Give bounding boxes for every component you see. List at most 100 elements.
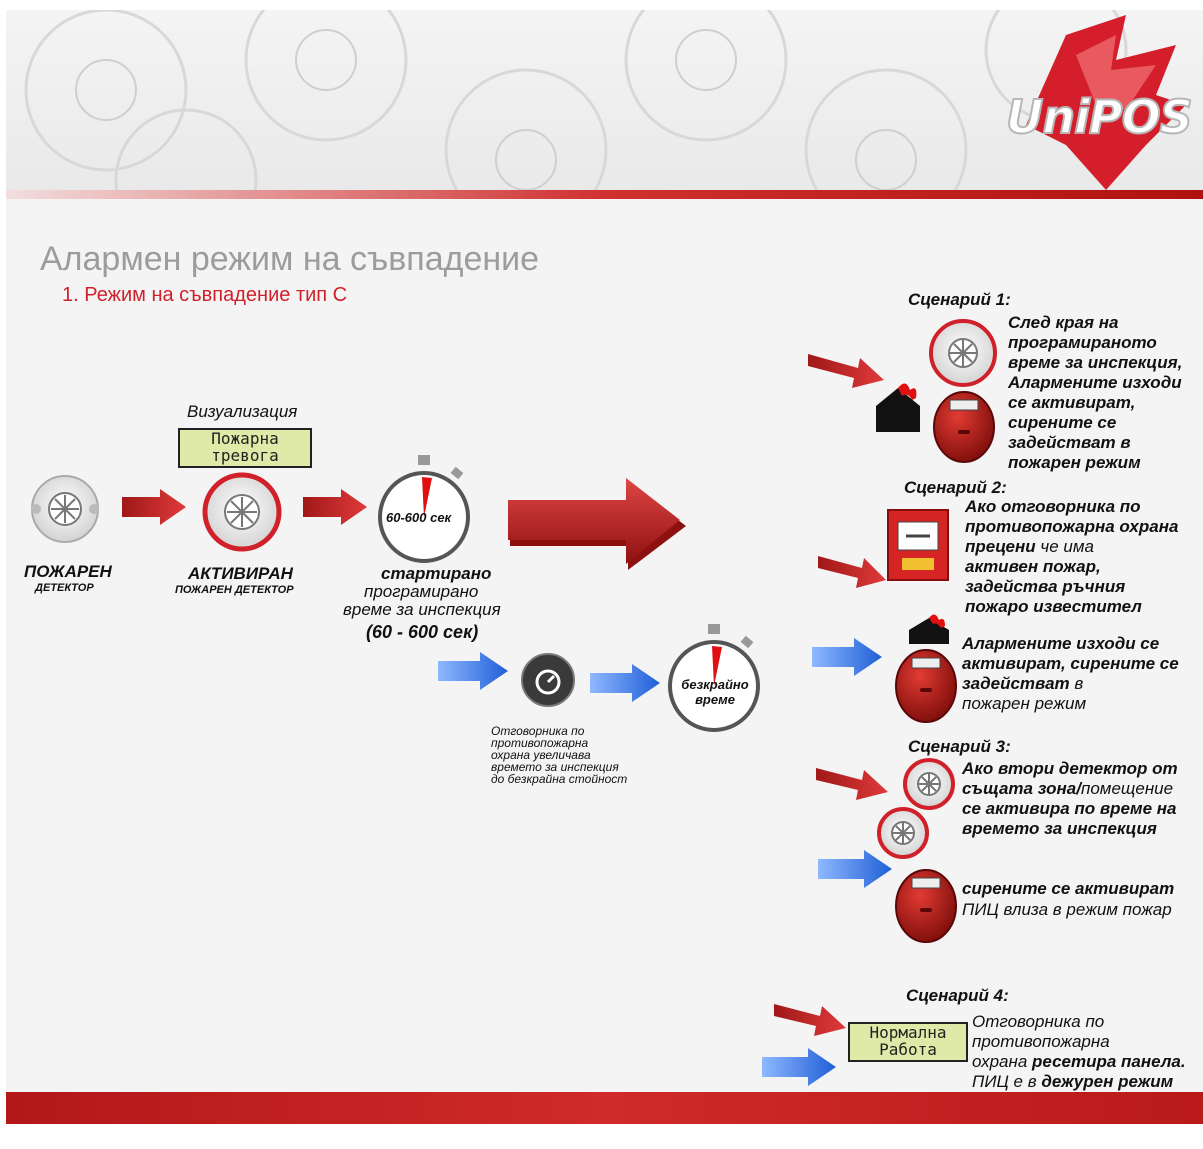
started-text: стартирано [381, 564, 492, 583]
stopwatch-infinite-icon [668, 624, 760, 732]
timer-label: 60-600 сек [386, 510, 452, 525]
s2-normal: че има [1035, 537, 1094, 556]
red-arrow-icon [122, 489, 186, 525]
detector-label-sub: ДЕТЕКТОР [35, 582, 94, 594]
infinite-time-line: време [695, 692, 735, 707]
house-fire-icon [876, 383, 920, 432]
content-background [6, 199, 1203, 1095]
s3-line-5: сирените се активират [962, 879, 1175, 898]
blue-arrow-icon [762, 1048, 836, 1086]
s2-line-6: пожаро известител [965, 597, 1142, 616]
page-subtitle: 1. Режим на съвпадение тип С [62, 284, 348, 306]
siren-icon [895, 649, 957, 723]
s4-line-4: ПИЦ е в дежурен режим [972, 1072, 1173, 1092]
scenario-3-title: Сценарий 3: [908, 737, 1011, 756]
activated-detector-icon [202, 472, 282, 552]
s3-line-4: времето за инспекция [962, 819, 1157, 838]
s2-line-8: активират, сирените се [962, 654, 1179, 673]
s4-line-3: охрана ресетира панела. [972, 1052, 1186, 1072]
s2-line-5: задейства ръчния [965, 577, 1126, 596]
button-icon [521, 653, 575, 707]
s2-line-10: пожарен режим [962, 694, 1087, 713]
s3-line-1: Ако втори детектор от [962, 759, 1178, 778]
manual-call-point-icon [887, 509, 949, 581]
visualization-label: Визуализация [187, 402, 298, 421]
infinite-time-line: безкрайно [681, 677, 749, 692]
activated-detector-icon [877, 807, 929, 859]
smoke-detector-icon [31, 475, 99, 543]
header-banner [6, 10, 1203, 193]
s2-bold: задействат [962, 674, 1070, 693]
s4-line-1: Отговорника по [972, 1012, 1105, 1031]
blue-arrow-icon [818, 850, 892, 888]
red-arrow-icon [816, 768, 888, 800]
lcd-line: тревога [211, 446, 279, 465]
note-line: противопожарна [491, 736, 589, 750]
infinite-time-label: безкрайно време [676, 677, 754, 707]
scenario-4-title: Сценарий 4: [906, 986, 1009, 1005]
red-arrow-icon [808, 354, 884, 388]
s2-line-4: активен пожар, [965, 557, 1101, 576]
s2-line-9: задействат в [962, 674, 1083, 694]
note-line: Отговорника по [491, 724, 585, 738]
s2-line-7: Алармените изходи се [962, 634, 1160, 653]
lcd-line: Пожарна [211, 429, 279, 448]
s3-line-2: същата зона/помещение [962, 779, 1173, 799]
lcd-line: Работа [879, 1040, 937, 1059]
page-title: Алармен режим на съвпадение [40, 240, 540, 278]
red-arrow-icon [303, 489, 367, 525]
activated-detector-icon [929, 319, 997, 387]
header-red-band [6, 190, 1203, 199]
s1-line: се активират, [1008, 393, 1136, 412]
s1-line: програмираното [1008, 333, 1157, 352]
note-line: до безкрайна стойност [491, 772, 628, 786]
big-red-arrow-icon [508, 478, 686, 570]
s1-line: пожарен режим [1008, 453, 1141, 472]
red-arrow-icon [774, 1004, 846, 1036]
blue-arrow-icon [438, 652, 508, 690]
range-text: (60 - 600 сек) [366, 622, 479, 642]
note-line: охрана увеличава [491, 748, 591, 762]
blue-arrow-icon [812, 638, 882, 676]
s2-line-2: противопожарна охрана [965, 517, 1179, 536]
stopwatch-icon [378, 455, 470, 563]
house-fire-icon [909, 614, 949, 644]
s4-bold: дежурен режим [1041, 1072, 1174, 1091]
s4-bold: ресетира панела. [1032, 1052, 1186, 1071]
s1-line: задействат в [1008, 433, 1131, 452]
s3-line-6: ПИЦ влиза в режим пожар [962, 900, 1172, 919]
red-arrow-icon [818, 556, 886, 588]
inspection-time-text: време за инспекция [343, 600, 501, 619]
activated-detector-icon [903, 758, 955, 810]
s1-line: След края на [1008, 313, 1119, 332]
s2-bold: прецени [965, 537, 1036, 556]
s2-line-3: прецени че има [965, 537, 1094, 557]
s1-line: сирените се [1008, 413, 1117, 432]
note-line: времето за инспекция [491, 760, 619, 774]
lcd-normal-display: Нормална Работа [848, 1022, 968, 1062]
footer-red-band [6, 1092, 1203, 1124]
s3-line-3: се активира по време на [962, 799, 1177, 818]
s1-line: Алармените изходи [1008, 373, 1182, 392]
s4-normal: охрана [972, 1052, 1033, 1071]
logo-text: UniPOS [1005, 89, 1194, 145]
s3-bold: същата зона/ [962, 779, 1081, 798]
s4-normal: ПИЦ е в [972, 1072, 1042, 1091]
s2-line-1: Ако отговорника по [965, 497, 1141, 516]
siren-icon [933, 391, 995, 463]
lcd-line: Нормална [869, 1023, 947, 1042]
lcd-alarm-display: Пожарна тревога [178, 428, 312, 468]
extend-note: Отговорника по противопожарна охрана уве… [491, 725, 627, 785]
scenario-2-title: Сценарий 2: [904, 478, 1007, 497]
siren-icon [895, 869, 957, 943]
scenario-1-title: Сценарий 1: [908, 290, 1011, 309]
s1-line: време за инспекция, [1008, 353, 1183, 372]
s3-normal: помещение [1080, 779, 1174, 798]
unipos-logo-icon [1026, 15, 1186, 190]
activated-label: АКТИВИРАН [188, 564, 293, 583]
s2-normal: в [1069, 674, 1084, 693]
scenario-1-text: След края на програмираното време за инс… [1008, 313, 1182, 473]
activated-label-sub: ПОЖАРЕН ДЕТЕКТОР [175, 584, 294, 596]
detector-label: ПОЖАРЕН [24, 562, 112, 581]
blue-arrow-icon [590, 664, 660, 702]
